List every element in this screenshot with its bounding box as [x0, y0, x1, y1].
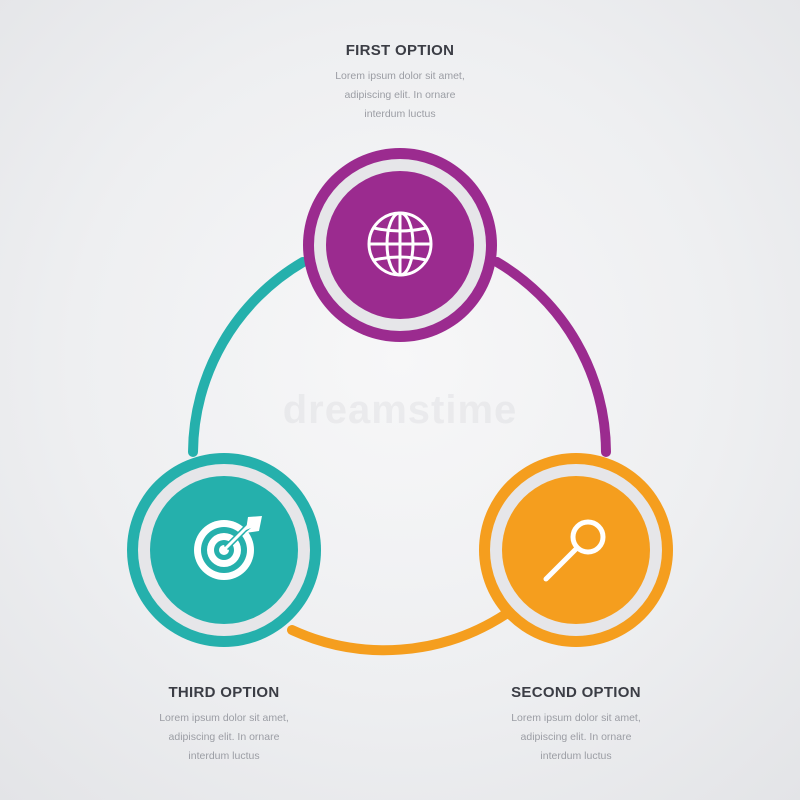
- third-option-node: [127, 453, 321, 647]
- second-option-desc-line: Lorem ipsum dolor sit amet,: [511, 712, 641, 724]
- third-option-title: THIRD OPTION: [168, 684, 280, 701]
- watermark: dreamstime: [282, 388, 518, 432]
- second-option-text: SECOND OPTION Lorem ipsum dolor sit amet…: [456, 684, 696, 766]
- magnifier-icon: [543, 519, 606, 582]
- second-option-desc-line: interdum luctus: [540, 750, 612, 762]
- second-option-desc-line: adipiscing elit. In ornare: [520, 731, 632, 743]
- arc-first-to-second: [492, 257, 611, 457]
- second-option-description: Lorem ipsum dolor sit amet, adipiscing e…: [456, 709, 696, 766]
- first-option-desc-line: adipiscing elit. In ornare: [344, 89, 456, 101]
- third-option-desc-line: adipiscing elit. In ornare: [168, 731, 280, 743]
- third-option-desc-line: interdum luctus: [188, 750, 260, 762]
- first-option-desc-line: interdum luctus: [364, 108, 436, 120]
- arc-third-to-first: [188, 257, 308, 457]
- first-option-title: FIRST OPTION: [345, 42, 455, 59]
- first-option-description: Lorem ipsum dolor sit amet, adipiscing e…: [280, 67, 520, 124]
- arc-second-to-third: [287, 609, 511, 656]
- first-option-text: FIRST OPTION Lorem ipsum dolor sit amet,…: [280, 42, 520, 124]
- third-option-text: THIRD OPTION Lorem ipsum dolor sit amet,…: [104, 684, 344, 766]
- first-option-node: [303, 148, 497, 342]
- target-icon: [194, 516, 262, 580]
- second-option-node: [479, 453, 673, 647]
- second-option-title: SECOND OPTION: [511, 684, 641, 701]
- globe-icon: [367, 211, 433, 277]
- third-option-desc-line: Lorem ipsum dolor sit amet,: [159, 712, 289, 724]
- third-option-description: Lorem ipsum dolor sit amet, adipiscing e…: [104, 709, 344, 766]
- first-option-desc-line: Lorem ipsum dolor sit amet,: [335, 70, 465, 82]
